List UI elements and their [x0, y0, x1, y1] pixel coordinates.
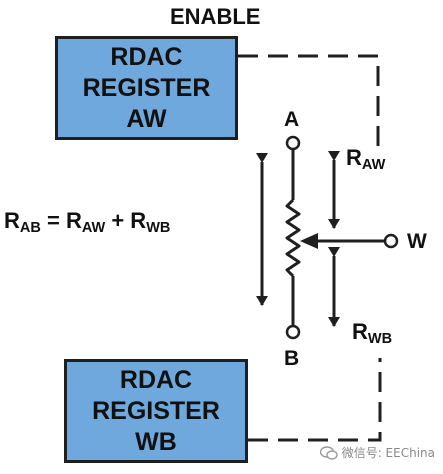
raw-sub: AW: [361, 157, 386, 174]
register-aw-line2: REGISTER: [82, 73, 211, 102]
register-wb-line1: RDAC: [119, 365, 193, 394]
eq-plus: +: [105, 208, 131, 233]
terminal-a-label: A: [284, 108, 300, 131]
enable-label: ENABLE: [170, 4, 261, 29]
terminal-w-node: [383, 233, 399, 249]
enable-line-aw: [238, 54, 380, 150]
rwb-label: RWB: [352, 319, 392, 347]
rdac-register-wb: RDAC REGISTER WB: [64, 359, 248, 463]
enable-line-wb: [248, 358, 382, 442]
raw-label: RAW: [346, 145, 385, 173]
eq-t2-sub: WB: [146, 220, 171, 237]
register-aw-line1: RDAC: [110, 42, 183, 71]
watermark-text: 微信号: EEChina: [341, 446, 435, 460]
eq-t1-main: R: [65, 208, 82, 233]
raw-main: R: [346, 145, 362, 170]
register-wb-line2: REGISTER: [92, 396, 220, 425]
watermark: 微信号: EEChina: [319, 444, 435, 461]
rdac-register-aw: RDAC REGISTER AW: [55, 36, 238, 140]
register-wb-line3: WB: [135, 427, 177, 456]
eq-equals: =: [40, 208, 66, 233]
resistor-zigzag: [285, 198, 301, 278]
terminal-w-label: W: [407, 230, 427, 253]
eq-lhs-main: R: [4, 208, 20, 233]
eq-t1-sub: AW: [81, 220, 106, 237]
eq-t2-main: R: [130, 208, 147, 233]
resistance-equation: RAB = RAW + RWB: [4, 208, 170, 236]
rwb-main: R: [352, 319, 368, 344]
chat-bubbles-icon: [319, 445, 338, 460]
eq-lhs-sub: AB: [19, 220, 41, 237]
rwb-sub: WB: [367, 331, 393, 348]
terminal-b-node: [285, 324, 301, 340]
register-aw-line3: AW: [126, 104, 167, 133]
terminal-b-label: B: [284, 347, 300, 370]
terminal-a-node: [285, 135, 301, 151]
wiper-arrowhead: [300, 233, 318, 249]
